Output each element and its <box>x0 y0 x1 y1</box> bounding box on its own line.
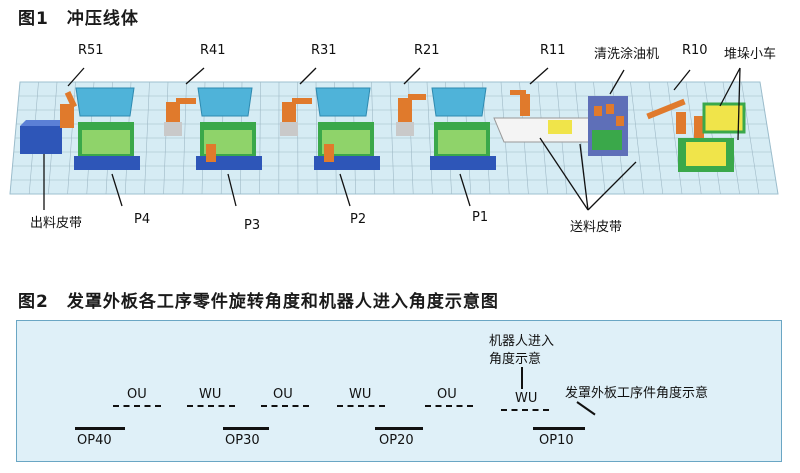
figure2-title: 图2 发罩外板各工序零件旋转角度和机器人进入角度示意图 <box>18 287 499 312</box>
op40-robot-angle <box>113 405 161 409</box>
op20-robot-angle-wu <box>337 405 385 409</box>
robot-label-r10: R10 <box>682 43 708 58</box>
op30-robot-angle-ou <box>261 405 309 409</box>
press-line-scene <box>0 34 800 246</box>
robot-label-r11: R11 <box>540 43 566 58</box>
press-label-p4: P4 <box>134 212 150 227</box>
part-note-pointer <box>576 401 595 415</box>
robot-label-r51: R51 <box>78 43 104 58</box>
op30-part-angle <box>223 427 269 430</box>
op40-label: OP40 <box>77 433 112 448</box>
robot-label-r21: R21 <box>414 43 440 58</box>
robot-note-line2: 角度示意 <box>489 348 541 367</box>
washer <box>588 96 628 156</box>
outfeed-belt-label: 出料皮带 <box>30 212 82 231</box>
press-label-p1: P1 <box>472 210 488 225</box>
press-label-p3: P3 <box>244 218 260 233</box>
op40-ou-label: OU <box>127 387 147 402</box>
op40-part-angle <box>75 427 125 430</box>
angle-diagram-panel: 机器人进入 角度示意 发罩外板工序件角度示意 OU OP40 WU OU OP3… <box>16 320 782 462</box>
robot-note-pointer <box>521 367 523 389</box>
robot-label-r31: R31 <box>311 43 337 58</box>
op30-robot-angle-wu <box>187 405 235 409</box>
op20-wu-label: WU <box>349 387 371 402</box>
stacking-cart-label: 堆垛小车 <box>724 43 776 62</box>
op30-wu-label: WU <box>199 387 221 402</box>
figure1-title: 图1 冲压线体 <box>18 4 139 29</box>
robot-note-line1: 机器人进入 <box>489 330 554 349</box>
op10-part-angle <box>533 427 585 430</box>
op10-label: OP10 <box>539 433 574 448</box>
op10-wu-label: WU <box>515 391 537 406</box>
op20-robot-angle-ou <box>425 405 473 409</box>
op20-label: OP20 <box>379 433 414 448</box>
op20-part-angle <box>375 427 423 430</box>
press-p4 <box>74 88 140 170</box>
op20-ou-label: OU <box>437 387 457 402</box>
part-note: 发罩外板工序件角度示意 <box>565 382 708 401</box>
op10-robot-angle <box>501 409 549 413</box>
infeed-belt-label: 送料皮带 <box>570 216 622 235</box>
op30-ou-label: OU <box>273 387 293 402</box>
infeed-belt <box>494 118 600 142</box>
robot-label-r41: R41 <box>200 43 226 58</box>
press-label-p2: P2 <box>350 212 366 227</box>
washer-label: 清洗涂油机 <box>594 43 659 62</box>
op30-label: OP30 <box>225 433 260 448</box>
